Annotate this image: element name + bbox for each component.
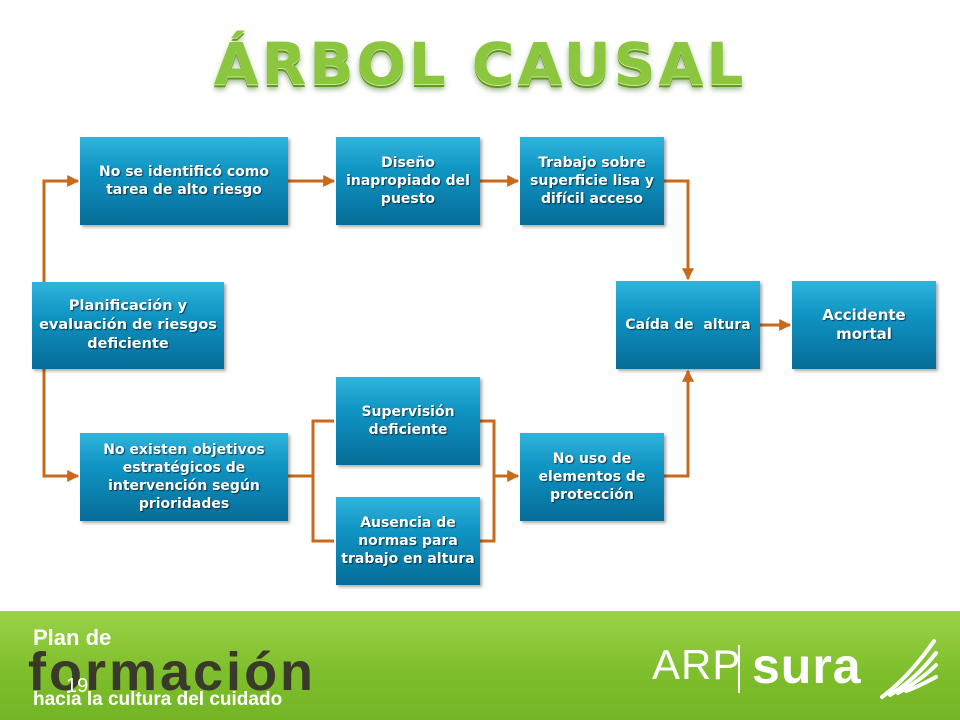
logo-separator bbox=[738, 645, 740, 693]
footer-subtitle: hacia la cultura del cuidado bbox=[33, 689, 283, 710]
node-no-objetivos: No existen objetivos estratégicos de int… bbox=[80, 433, 288, 521]
connector-from-ausencia bbox=[480, 476, 496, 543]
sura-logo-text: sura bbox=[752, 638, 862, 694]
connector-no-uso-to-caida bbox=[664, 369, 694, 478]
node-no-uso: No uso de elementos de protección bbox=[520, 433, 664, 521]
connector-trabajo-to-caida bbox=[664, 179, 694, 281]
footer-plan-text: Plan de bbox=[33, 625, 112, 650]
node-diseno: Diseño inapropiado del puesto bbox=[336, 137, 480, 225]
node-accidente: Accidente mortal bbox=[792, 281, 936, 369]
slide-title: ÁRBOL CAUSAL bbox=[213, 30, 747, 98]
node-planificacion: Planificación y evaluación de riesgos de… bbox=[32, 282, 224, 369]
connector-from-supervision bbox=[480, 419, 496, 476]
connector-planificacion-to-no-objetivos bbox=[42, 369, 80, 482]
node-no-identifico: No se identificó como tarea de alto ries… bbox=[80, 137, 288, 225]
sura-wing-icon bbox=[880, 639, 938, 699]
node-trabajo-superficie: Trabajo sobre superficie lisa y difícil … bbox=[520, 137, 664, 225]
page-number: 19 bbox=[66, 675, 89, 697]
footer-band: Plan de formación hacia la cultura del c… bbox=[0, 611, 960, 720]
node-ausencia-normas: Ausencia de normas para trabajo en altur… bbox=[336, 497, 480, 585]
node-caida: Caída de altura bbox=[616, 281, 760, 369]
footer-formacion-text: formación bbox=[28, 642, 317, 702]
arp-logo-text: ARP bbox=[652, 641, 742, 688]
connector-planificacion-to-no-identifico bbox=[42, 175, 80, 282]
node-supervision: Supervisión deficiente bbox=[336, 377, 480, 465]
connector-to-supervision bbox=[311, 419, 334, 476]
connector-to-ausencia bbox=[311, 476, 334, 543]
